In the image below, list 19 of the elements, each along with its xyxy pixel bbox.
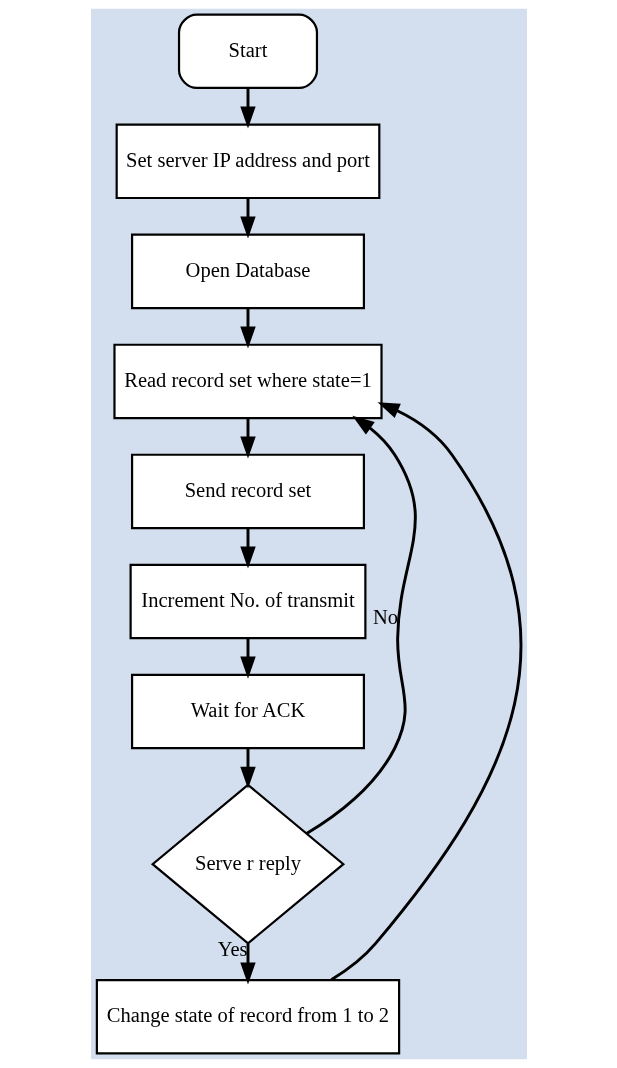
node-box: Set server IP address and port (115, 123, 380, 200)
arrow (239, 418, 256, 459)
arrow (239, 943, 256, 985)
node-box: Send record set (130, 453, 365, 530)
arrow (239, 748, 256, 789)
arrow (239, 638, 256, 679)
node-box: Increment No. of transmit (129, 563, 366, 640)
node-box: Read record set where state=1 (112, 343, 383, 420)
node-box: Open Database (130, 233, 365, 310)
arrow (305, 415, 417, 835)
arrow (239, 198, 256, 239)
edge-label: No (372, 605, 398, 628)
arrow (330, 402, 522, 981)
arrow (239, 88, 256, 129)
node-box: Start (177, 13, 318, 90)
arrow (239, 308, 256, 349)
node-box: Change state of record from 1 to 2 (95, 978, 400, 1055)
node-box: Wait for ACK (130, 673, 365, 750)
arrow (239, 528, 256, 569)
